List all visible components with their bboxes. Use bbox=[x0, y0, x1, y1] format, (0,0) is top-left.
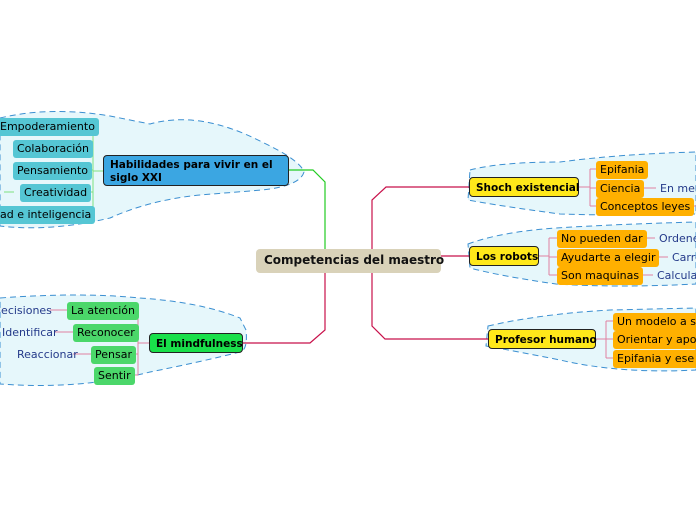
habilidades-item-pensamiento[interactable]: Pensamiento bbox=[13, 162, 93, 180]
robots-item-ayudarte[interactable]: Ayudarte a elegir bbox=[557, 249, 660, 267]
mindfulness-node[interactable]: El mindfulness bbox=[149, 333, 243, 353]
link-root-habilidades bbox=[289, 169, 326, 249]
habilidades-item-colaboracion[interactable]: Colaboración bbox=[13, 140, 93, 158]
robots-sub-ordene[interactable]: Ordene bbox=[659, 232, 696, 245]
link-root-mindfulness bbox=[243, 272, 326, 344]
shoch-sub-en-mer[interactable]: En mer bbox=[660, 182, 696, 195]
robots-sub-calculad[interactable]: Calculad bbox=[657, 269, 696, 282]
profesor-node[interactable]: Profesor humano bbox=[488, 329, 597, 349]
shoch-item-conceptos[interactable]: Conceptos leyes bbox=[596, 198, 695, 216]
robots-sub-carre[interactable]: Carre bbox=[672, 251, 696, 264]
mindfulness-item-sentir[interactable]: Sentir bbox=[94, 367, 135, 385]
shoch-node[interactable]: Shoch existencial bbox=[469, 177, 579, 197]
profesor-item-epifania[interactable]: Epifania y ese s bbox=[613, 350, 696, 368]
robots-item-maquinas[interactable]: Son maquinas bbox=[557, 267, 644, 285]
mindfulness-sub-identificar[interactable]: Identificar bbox=[2, 326, 58, 339]
habilidades-node[interactable]: Habilidades para vivir en el siglo XXI bbox=[103, 155, 289, 186]
profesor-item-modelo[interactable]: Un modelo a se bbox=[613, 313, 696, 331]
habilidades-item-empoderamiento[interactable]: Empoderamiento bbox=[0, 118, 99, 136]
shoch-item-ciencia[interactable]: Ciencia bbox=[596, 180, 645, 198]
habilidades-item-creatividad[interactable]: Creatividad bbox=[20, 184, 92, 202]
robots-node[interactable]: Los robots bbox=[469, 246, 539, 266]
mindfulness-item-atencion[interactable]: La atención bbox=[67, 302, 139, 320]
mindfulness-sub-decisiones[interactable]: lecisiones bbox=[0, 304, 52, 317]
link-root-profesor bbox=[371, 272, 488, 340]
mindfulness-item-pensar[interactable]: Pensar bbox=[91, 346, 136, 364]
robots-item-no-pueden[interactable]: No pueden dar bbox=[557, 230, 647, 248]
profesor-item-orientar[interactable]: Orientar y apoy bbox=[613, 331, 696, 349]
link-root-shoch bbox=[371, 186, 469, 249]
mindfulness-item-reconocer[interactable]: Reconocer bbox=[73, 324, 139, 342]
root-node[interactable]: Competencias del maestro bbox=[256, 249, 444, 273]
mindfulness-sub-reaccionar[interactable]: Reaccionar bbox=[17, 348, 78, 361]
shoch-item-epifania[interactable]: Epifania bbox=[596, 161, 649, 179]
habilidades-item-inteligencia[interactable]: ad e inteligencia bbox=[0, 206, 96, 224]
